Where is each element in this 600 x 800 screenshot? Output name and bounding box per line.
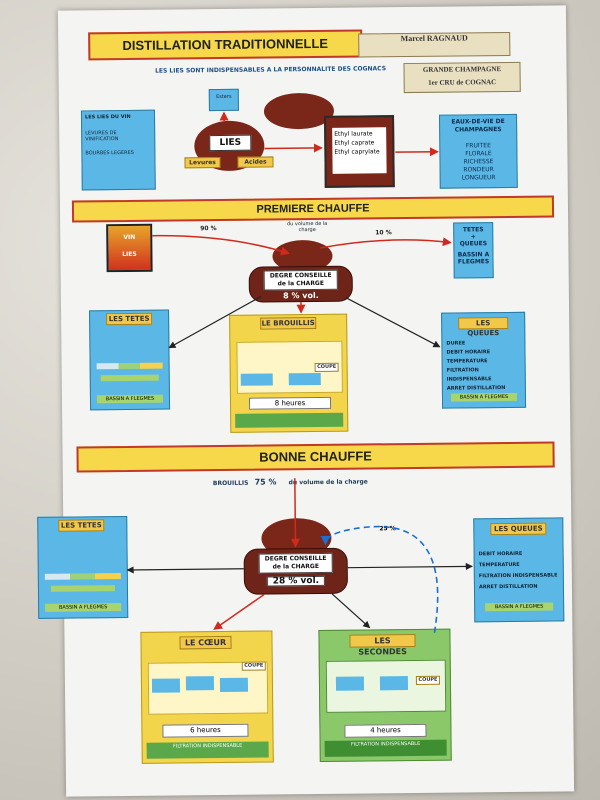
arrow-bonne-to-secondes: [331, 593, 371, 629]
arrow-secondes-recycle: [320, 525, 439, 633]
arrow-vin-to-still: [152, 234, 290, 256]
arrow-bonne-to-tetes: [126, 566, 244, 574]
arrow-still-to-tq: [320, 237, 452, 249]
flow-arrows: [126, 111, 473, 633]
distillation-poster: DISTILLATION TRADITIONNELLE Marcel RAGNA…: [37, 5, 575, 797]
arrow-bonne-to-coeur: [213, 593, 265, 630]
arrow-lies-to-esters: [264, 143, 323, 153]
arrow-bubble-to-tetes: [168, 296, 262, 349]
arrow-bonne-to-queues: [347, 562, 473, 571]
arrow-bubble-to-queues: [345, 297, 441, 348]
arrow-brouillis-to-bonne: [290, 478, 300, 548]
